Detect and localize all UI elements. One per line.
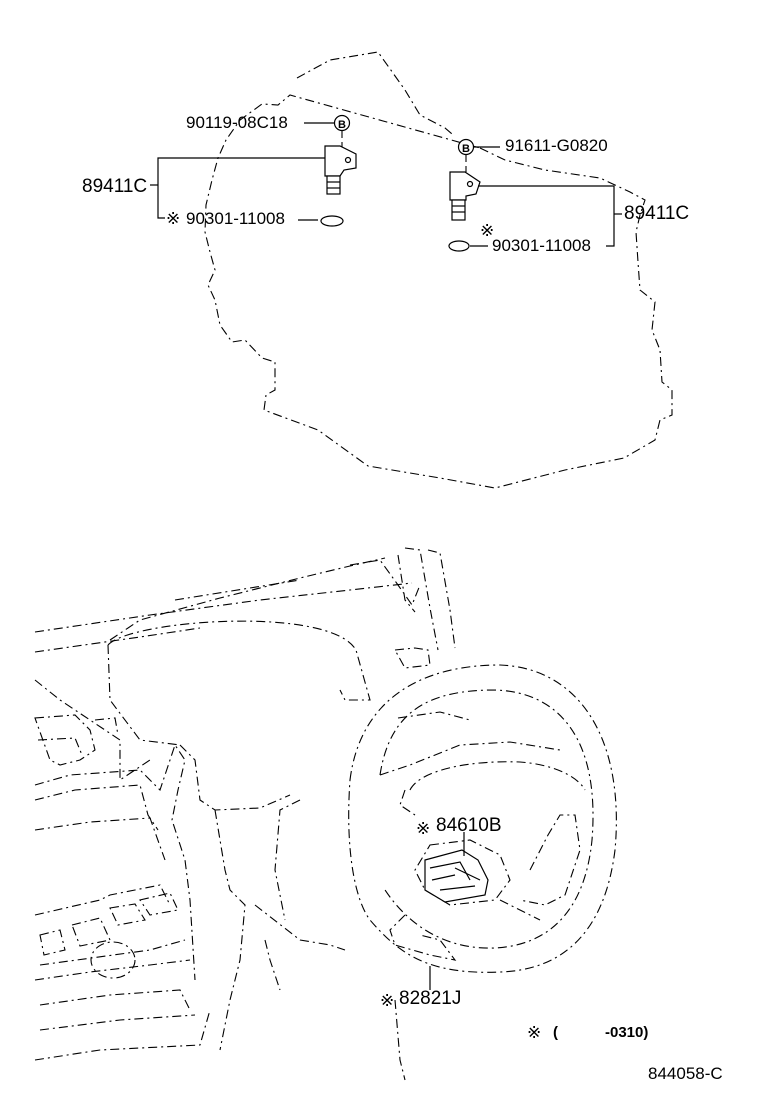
washer-icon (320, 215, 344, 227)
sensor-group-left: 89411C 90119-08C18 B ※ 90301-11008 (82, 113, 357, 228)
transmission-outline (204, 51, 673, 489)
washer-left-label: 90301-11008 (186, 209, 285, 228)
note-range: -0310) (605, 1024, 648, 1041)
bolt-right-label: 91611-G0820 (505, 136, 608, 155)
dashboard-outline (34, 547, 456, 1081)
bolt-left-label: 90119-08C18 (186, 113, 288, 132)
spring-label: 82821J (399, 988, 461, 1009)
washer-icon (448, 240, 470, 252)
note-star: ※ (527, 1023, 541, 1042)
switch-label: 84610B (436, 815, 502, 836)
sensor-right-label: 89411C (624, 203, 689, 224)
applicability-note: ※ ( -0310) (527, 1023, 648, 1042)
bolt-marker-icon: B (333, 114, 351, 132)
svg-text:B: B (462, 143, 470, 155)
star-mark: ※ (380, 991, 394, 1010)
bolt-marker-icon: B (457, 138, 475, 156)
washer-right-label: 90301-11008 (492, 236, 591, 255)
sensor-group-right: B 91611-G0820 89411C ※ 90301-11008 (448, 136, 689, 255)
star-mark: ※ (416, 819, 430, 838)
steering-switch-icon (424, 849, 489, 903)
speed-sensor-icon (449, 171, 481, 221)
star-mark: ※ (480, 221, 494, 240)
speed-sensor-icon (324, 145, 357, 195)
star-mark: ※ (166, 209, 180, 228)
steering-wheel (348, 664, 617, 973)
sensor-left-label: 89411C (82, 176, 147, 197)
svg-text:B: B (338, 119, 346, 131)
note-paren: ( (553, 1024, 558, 1041)
drawing-number: 844058-C (648, 1064, 723, 1083)
